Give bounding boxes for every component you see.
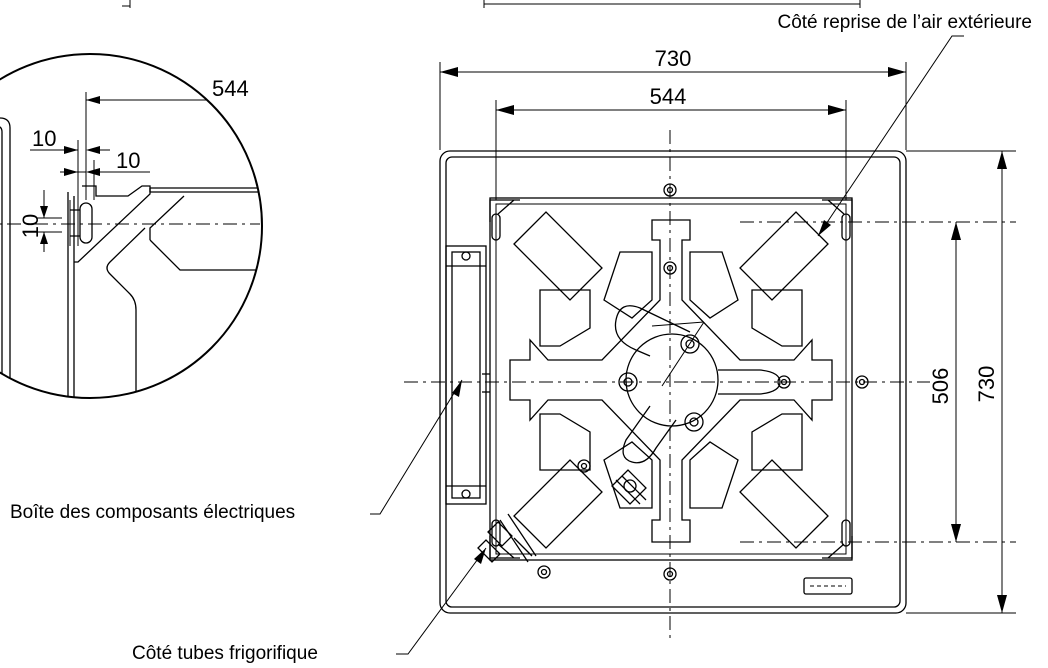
detail-dim-10-left: 10: [32, 126, 56, 151]
detail-circle-outline: [0, 53, 263, 399]
label-air-intake: Côté reprise de l’air extérieure: [777, 12, 1032, 33]
fan-hub: [625, 333, 719, 427]
inner-body: [489, 197, 853, 561]
pipe-fitting: [477, 513, 537, 563]
label-electrical-box: Boîte des composants électriques: [10, 502, 295, 523]
dim-width-730: 730: [655, 46, 692, 71]
label-refrigerant-pipes: Côté tubes frigorifique: [132, 643, 318, 664]
detail-dim-10-vertical: 10: [18, 214, 43, 238]
dimensions-horizontal: 730 544: [439, 46, 907, 200]
dim-height-730: 730: [974, 366, 999, 403]
callout-refrigerant-pipes: Côté tubes frigorifique: [132, 547, 487, 664]
detail-view: 544 10 10 10: [0, 53, 263, 399]
dim-width-544: 544: [650, 84, 687, 109]
dim-height-506: 506: [928, 368, 953, 405]
callout-air-intake: Côté reprise de l’air extérieure: [777, 12, 1032, 237]
main-unit: [404, 130, 1016, 640]
top-cut-dimension: [122, 0, 861, 8]
detail-dim-544: 544: [212, 76, 249, 101]
callout-electrical-box: Boîte des composants électriques: [10, 379, 463, 523]
electrical-box: [445, 245, 490, 505]
cross-frame: [509, 219, 833, 543]
detail-dim-10-right: 10: [116, 148, 140, 173]
dimensions-vertical: 506 730: [928, 151, 1007, 613]
